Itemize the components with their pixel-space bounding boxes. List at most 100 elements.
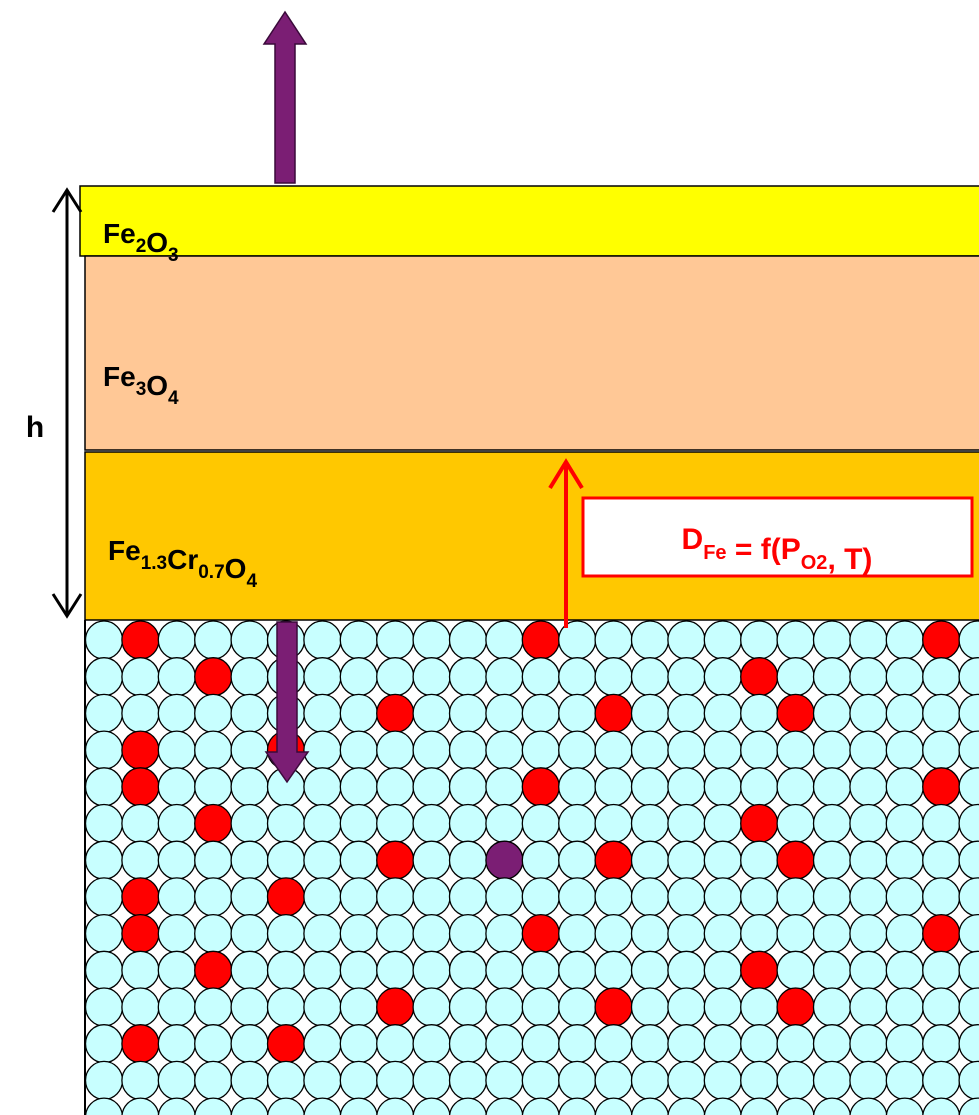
lattice-atom xyxy=(303,767,342,807)
lattice-atom xyxy=(339,877,378,917)
lattice-atom xyxy=(157,767,196,807)
lattice-atom xyxy=(266,803,306,844)
lattice-atom xyxy=(194,840,233,880)
lattice-atom xyxy=(485,693,524,734)
lattice-atom xyxy=(266,913,306,954)
lattice-atom xyxy=(630,730,670,770)
lattice-atom xyxy=(594,657,633,697)
lattice-atom xyxy=(558,987,597,1027)
lattice-atom xyxy=(740,840,779,880)
lattice-atom xyxy=(558,950,597,990)
chromium-atom xyxy=(266,877,306,917)
lattice-atom xyxy=(667,913,706,954)
lattice-atom xyxy=(558,913,597,954)
lattice-atom xyxy=(776,1060,815,1101)
lattice-atom xyxy=(849,950,888,990)
lattice-atom xyxy=(157,657,196,697)
lattice-atom xyxy=(667,950,706,990)
lattice-atom xyxy=(376,950,415,990)
lattice-atom xyxy=(412,840,451,880)
lattice-atom xyxy=(157,987,196,1027)
chromium-atom xyxy=(776,987,815,1027)
chromium-atom xyxy=(194,657,233,697)
lattice-atom xyxy=(594,950,633,990)
lattice-atom xyxy=(303,1097,342,1115)
lattice-atom xyxy=(703,840,742,880)
chromium-atom xyxy=(922,620,961,660)
lattice-atom xyxy=(849,987,888,1027)
lattice-atom xyxy=(922,1024,961,1064)
lattice-atom xyxy=(485,767,524,807)
lattice-atom xyxy=(849,840,888,880)
lattice-atom xyxy=(412,950,451,990)
lattice-atom xyxy=(121,657,160,697)
lattice-atom xyxy=(85,730,124,770)
lattice-atom xyxy=(958,620,979,660)
lattice-atom xyxy=(230,730,269,770)
chromium-atom xyxy=(594,987,633,1027)
lattice-atom xyxy=(194,1060,233,1101)
lattice-atom xyxy=(922,1060,961,1101)
lattice-atom xyxy=(266,987,306,1027)
lattice-atom xyxy=(958,1024,979,1064)
lattice-atom xyxy=(594,1060,633,1101)
lattice-atom xyxy=(630,840,670,880)
lattice-atom xyxy=(157,950,196,990)
lattice-atom xyxy=(448,657,488,697)
lattice-atom xyxy=(230,803,269,844)
thickness-label: h xyxy=(26,411,44,444)
lattice-atom xyxy=(630,1097,670,1115)
lattice-atom xyxy=(812,987,852,1027)
lattice-atom xyxy=(303,913,342,954)
lattice-atom xyxy=(194,987,233,1027)
lattice-atom xyxy=(412,657,451,697)
lattice-atom xyxy=(594,620,633,660)
chromium-atom xyxy=(121,730,160,770)
lattice-atom xyxy=(594,730,633,770)
lattice-atom xyxy=(630,913,670,954)
lattice-atom xyxy=(885,693,924,734)
chromium-atom xyxy=(194,950,233,990)
lattice-atom xyxy=(230,950,269,990)
lattice-atom xyxy=(594,1097,633,1115)
lattice-atom xyxy=(776,1024,815,1064)
chromium-atom xyxy=(594,693,633,734)
lattice-atom xyxy=(85,1060,124,1101)
layer-fe3o4 xyxy=(84,255,979,451)
lattice-atom xyxy=(558,840,597,880)
lattice-atom xyxy=(194,767,233,807)
lattice-atom xyxy=(448,913,488,954)
lattice-atom xyxy=(448,877,488,917)
lattice-atom xyxy=(740,730,779,770)
chromium-atom xyxy=(194,803,233,844)
lattice-atom xyxy=(594,1024,633,1064)
lattice-atom xyxy=(558,877,597,917)
lattice-atom xyxy=(157,693,196,734)
lattice-atom xyxy=(194,877,233,917)
lattice-atom xyxy=(630,1060,670,1101)
lattice-atom xyxy=(485,913,524,954)
lattice-atom xyxy=(922,987,961,1027)
lattice-atom xyxy=(448,730,488,770)
lattice-atom xyxy=(485,730,524,770)
diffusion-arrow xyxy=(548,458,584,628)
lattice-atom xyxy=(812,913,852,954)
lattice-atom xyxy=(376,1097,415,1115)
lattice-atom xyxy=(812,803,852,844)
chromium-atom xyxy=(376,987,415,1027)
chromium-atom xyxy=(521,913,560,954)
lattice-atom xyxy=(448,1060,488,1101)
lattice-atom xyxy=(812,693,852,734)
lattice-atom xyxy=(521,877,560,917)
chromium-atom xyxy=(376,840,415,880)
lattice-atom xyxy=(958,877,979,917)
lattice-atom xyxy=(412,987,451,1027)
chromium-atom xyxy=(776,693,815,734)
lattice-atom xyxy=(376,620,415,660)
lattice-atom xyxy=(849,1060,888,1101)
lattice-atom xyxy=(849,730,888,770)
lattice-atom xyxy=(740,913,779,954)
lattice-atom xyxy=(776,620,815,660)
chromium-atom xyxy=(121,1024,160,1064)
lattice-atom xyxy=(922,693,961,734)
